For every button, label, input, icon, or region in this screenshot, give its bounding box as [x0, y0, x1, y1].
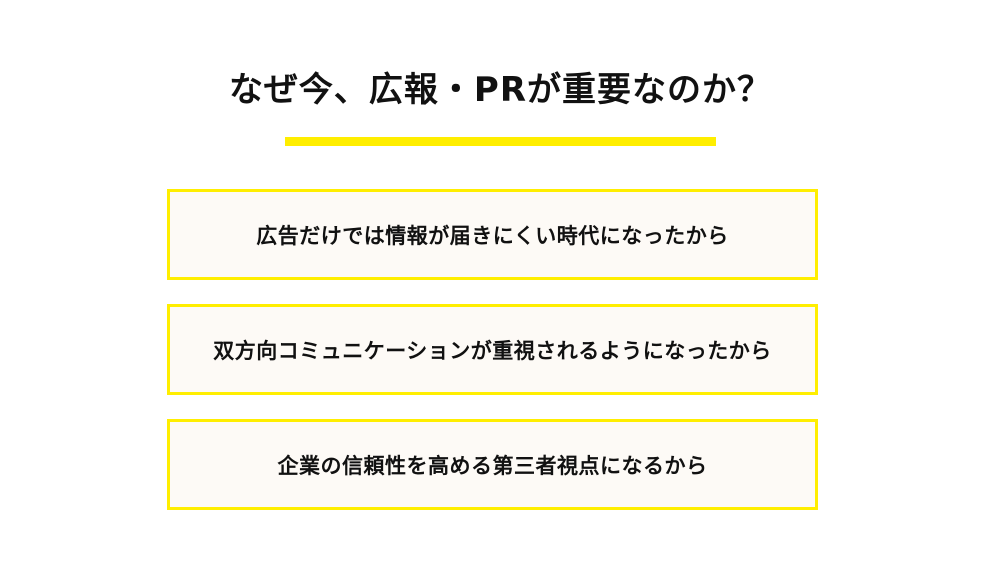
reason-text: 双方向コミュニケーションが重視されるようになったから [213, 338, 772, 363]
reason-text: 広告だけでは情報が届きにくい時代になったから [256, 223, 729, 248]
reason-box: 双方向コミュニケーションが重視されるようになったから [167, 304, 818, 395]
reason-text: 企業の信頼性を高める第三者視点になるから [277, 453, 708, 478]
reason-box: 広告だけでは情報が届きにくい時代になったから [167, 189, 818, 280]
reason-box: 企業の信頼性を高める第三者視点になるから [167, 419, 818, 510]
page-title: なぜ今、広報・PRが重要なのか？ [228, 70, 773, 110]
title-underline [285, 137, 716, 146]
